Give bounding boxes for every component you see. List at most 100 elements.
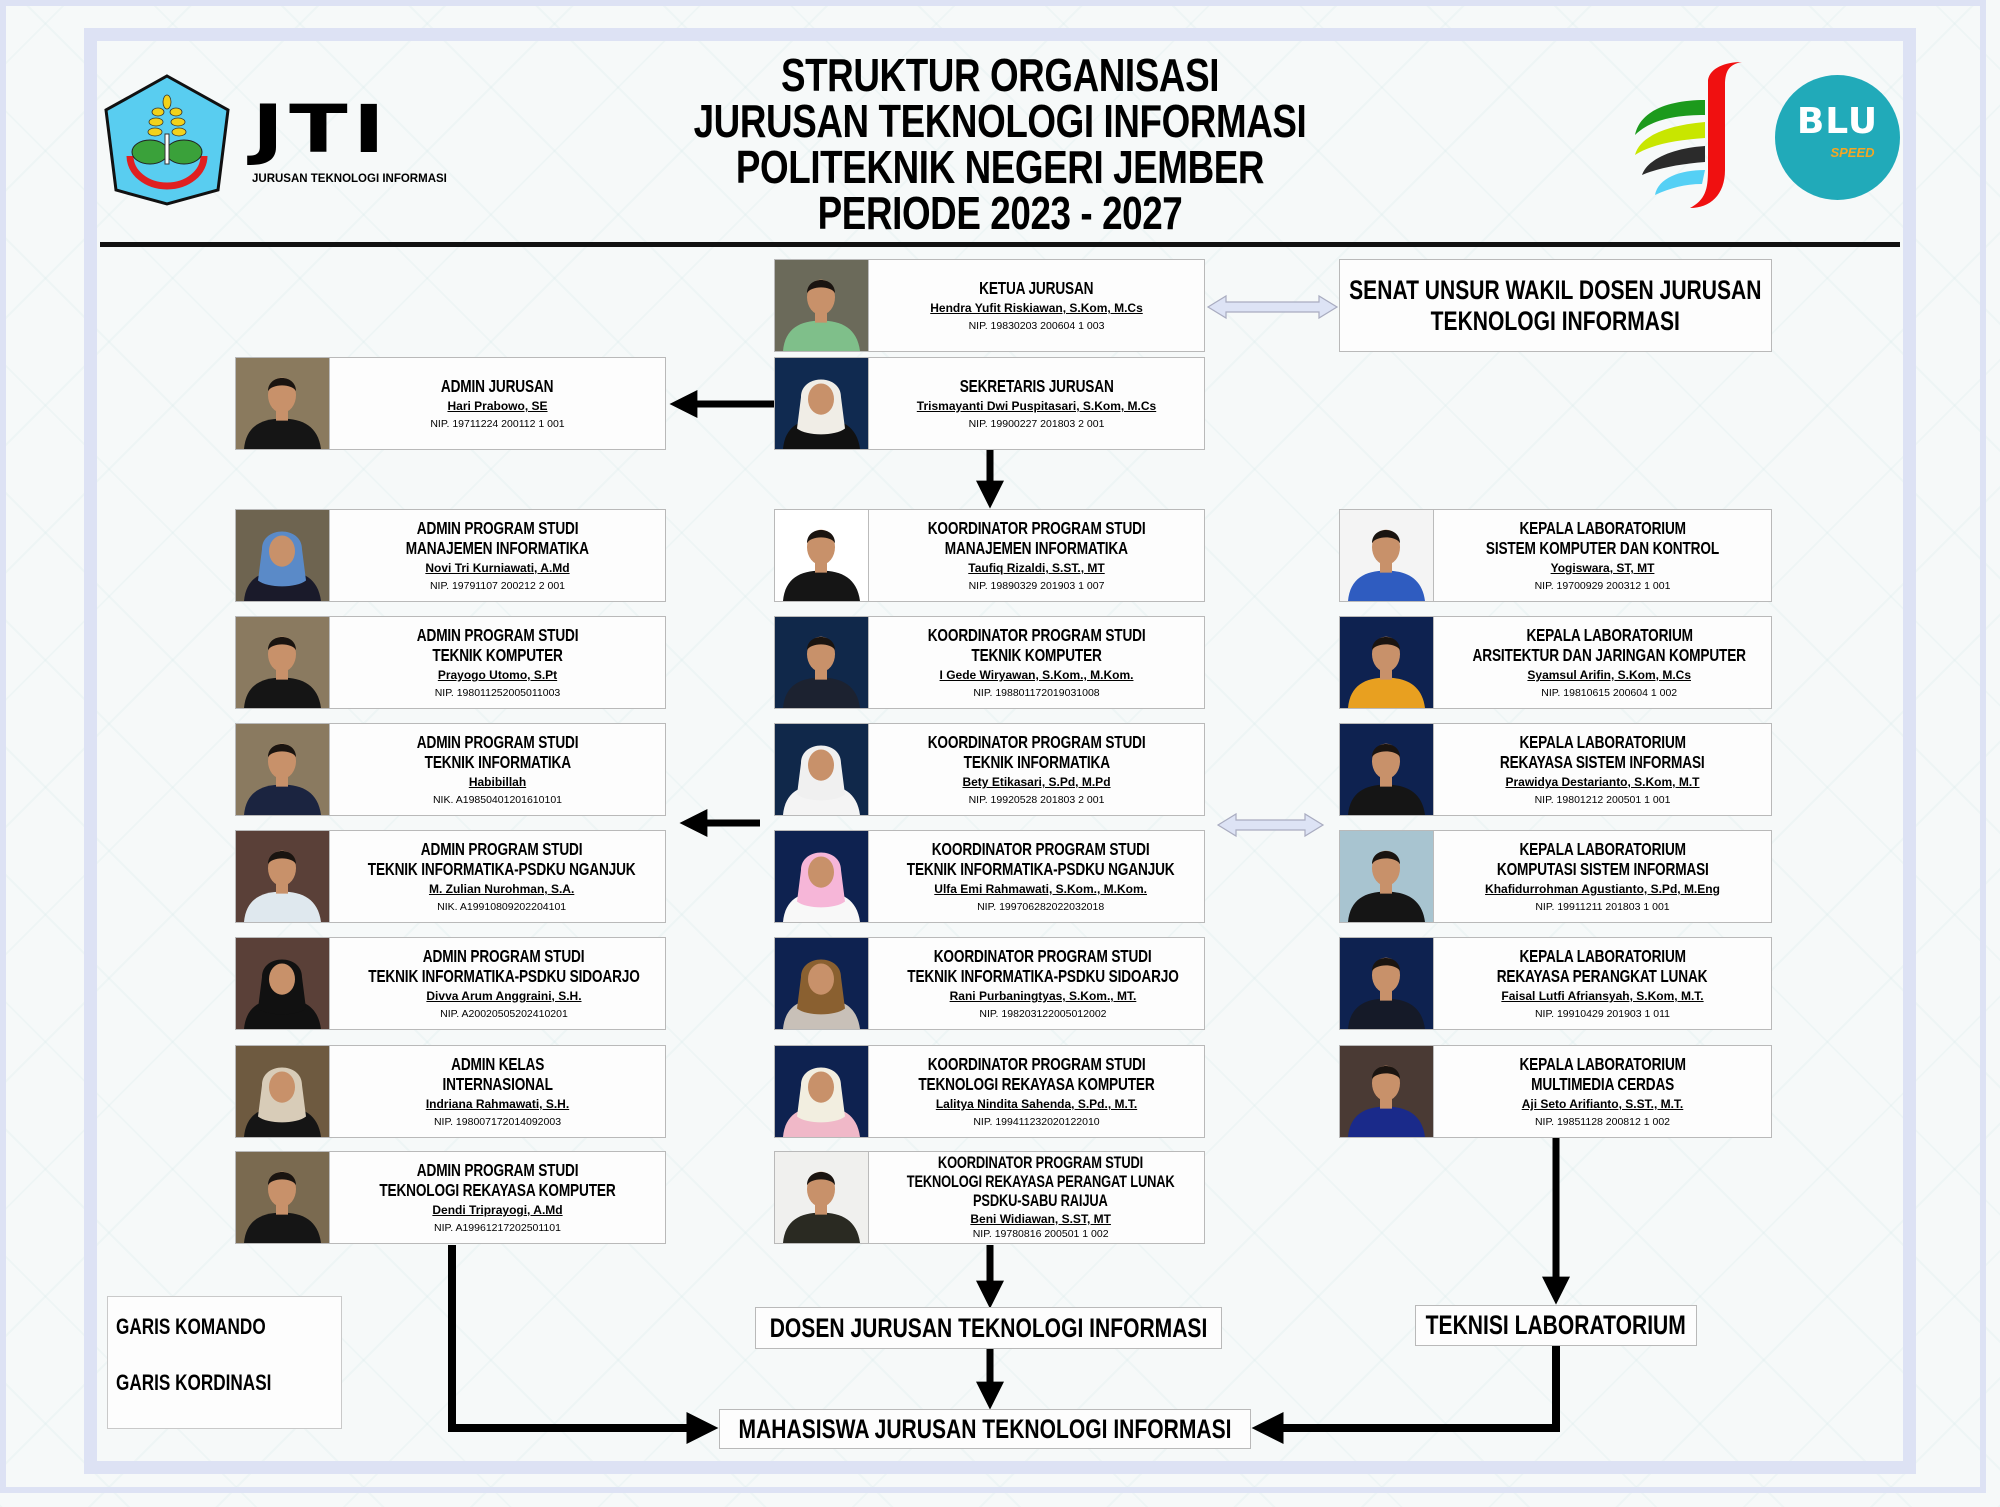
role-title: TEKNOLOGI REKAYASA PERANGAT LUNAK (906, 1173, 1175, 1191)
role-title: TEKNOLOGI REKAYASA KOMPUTER (918, 1074, 1155, 1094)
role-title: KOORDINATOR PROGRAM STUDI (927, 518, 1146, 538)
role-title: KEPALA LABORATORIUM (1519, 839, 1686, 859)
person-name: Aji Seto Arifianto, S.ST., M.T. (1521, 1097, 1684, 1111)
person-name: M. Zulian Nurohman, S.A. (428, 882, 575, 896)
person-id-number: NIP. A19961217202501101 (434, 1222, 561, 1234)
person-photo (775, 831, 869, 922)
role-title: MULTIMEDIA CERDAS (1531, 1074, 1674, 1094)
person-photo (236, 831, 330, 922)
person-photo (1340, 724, 1434, 815)
person-name: Beni Widiawan, S.ST, MT (970, 1212, 1111, 1226)
person-photo (775, 938, 869, 1029)
person-photo (775, 260, 869, 351)
person-photo (775, 1046, 869, 1137)
jti-logo: JTI JURUSAN TEKNOLOGI INFORMASI (252, 92, 462, 186)
role-title: ADMIN PROGRAM STUDI (416, 732, 579, 752)
person-photo (1340, 510, 1434, 601)
person-name: Rani Purbaningtyas, S.Kom., MT. (949, 989, 1137, 1003)
inner-frame (84, 28, 1916, 1474)
person-name: Trismayanti Dwi Puspitasari, S.Kom, M.Cs (916, 399, 1157, 413)
senat-box: SENAT UNSUR WAKIL DOSEN JURUSAN TEKNOLOG… (1339, 259, 1772, 352)
role-title: KOORDINATOR PROGRAM STUDI (927, 732, 1146, 752)
role-title: ADMIN KELAS (450, 1054, 545, 1074)
person-name: Yogiswara, ST, MT (1550, 561, 1655, 575)
person-name: Bety Etikasari, S.Pd, M.Pd (962, 775, 1111, 789)
role-title: TEKNIK INFORMATIKA (424, 752, 571, 772)
person-id-number: NIK. A19850401201610101 (432, 794, 563, 806)
title-line-2: JURUSAN TEKNOLOGI INFORMASI (693, 95, 1307, 147)
person-name: Faisal Lutfi Afriansyah, S.Kom, M.T. (1501, 989, 1704, 1003)
person-id-number: NIP. 19810615 200604 1 002 (1541, 687, 1678, 699)
dosen-box: DOSEN JURUSAN TEKNOLOGI INFORMASI (755, 1307, 1222, 1349)
dosen-label: DOSEN JURUSAN TEKNOLOGI INFORMASI (769, 1312, 1208, 1343)
person-id-number: NIP. 19910429 201903 1 011 (1534, 1008, 1671, 1020)
person-id-number: NIP. 19830203 200604 1 003 (968, 320, 1105, 332)
person-id-number: NIP. 198203122005012002 (979, 1008, 1107, 1020)
mahasiswa-label: MAHASISWA JURUSAN TEKNOLOGI INFORMASI (738, 1413, 1232, 1444)
person-photo (775, 1152, 869, 1243)
person-name: Khafidurrohman Agustianto, S.Pd, M.Eng (1485, 882, 1720, 896)
role-title: KOORDINATOR PROGRAM STUDI (938, 1154, 1144, 1172)
person-name: Habibillah (468, 775, 527, 789)
role-title: ADMIN PROGRAM STUDI (423, 946, 585, 966)
role-title: REKAYASA PERANGKAT LUNAK (1497, 966, 1708, 986)
person-id-number: NIK. A19910809202204101 (437, 901, 567, 913)
person-id-number: NIP. 198801172019031008 (973, 687, 1100, 699)
person-name: Hari Prabowo, SE (447, 399, 548, 413)
role-title: ADMIN PROGRAM STUDI (416, 1160, 579, 1180)
role-title: ADMIN JURUSAN (441, 376, 554, 396)
person-name: Taufiq Rizaldi, S.ST., MT (968, 561, 1105, 575)
person-name: Ulfa Emi Rahmawati, S.Kom., M.Kom. (934, 882, 1147, 896)
person-id-number: NIP. 19920528 201803 2 001 (968, 794, 1105, 806)
role-title: TEKNIK INFORMATIKA (963, 752, 1110, 772)
person-name: Novi Tri Kurniawati, A.Md (425, 561, 570, 575)
role-title: MANAJEMEN INFORMATIKA (944, 538, 1129, 558)
person-id-number: NIP. 19791107 200212 2 001 (429, 580, 566, 592)
polije-seal-logo (104, 74, 230, 206)
person-name: Prayogo Utomo, S.Pt (437, 668, 558, 682)
person-id-number: NIP. 19780816 200501 1 002 (972, 1228, 1109, 1240)
legend-komando-label: GARIS KOMANDO (116, 1314, 266, 1339)
person-id-number: NIP. 19890329 201903 1 007 (968, 580, 1105, 592)
person-id-number: NIP. 199706282022032018 (977, 901, 1105, 913)
jti-logo-subtitle: JURUSAN TEKNOLOGI INFORMASI (252, 173, 447, 185)
person-id-number: NIP. 19700929 200312 1 001 (1534, 580, 1671, 592)
role-title: ADMIN PROGRAM STUDI (416, 625, 579, 645)
person-photo (236, 1046, 330, 1137)
role-title: KOORDINATOR PROGRAM STUDI (934, 946, 1152, 966)
person-name: Lalitya Nindita Sahenda, S.Pd., M.T. (935, 1097, 1138, 1111)
role-title: KOORDINATOR PROGRAM STUDI (931, 839, 1150, 859)
role-title: TEKNIK INFORMATIKA-PSDKU NGANJUK (367, 859, 636, 879)
role-title: TEKNIK KOMPUTER (432, 645, 563, 665)
senat-line-2: TEKNOLOGI INFORMASI (1430, 305, 1681, 336)
header-divider (100, 242, 1900, 247)
person-id-number: NIP. 19900227 201803 2 001 (968, 418, 1105, 430)
role-title: PSDKU-SABU RAIJUA (973, 1192, 1108, 1210)
